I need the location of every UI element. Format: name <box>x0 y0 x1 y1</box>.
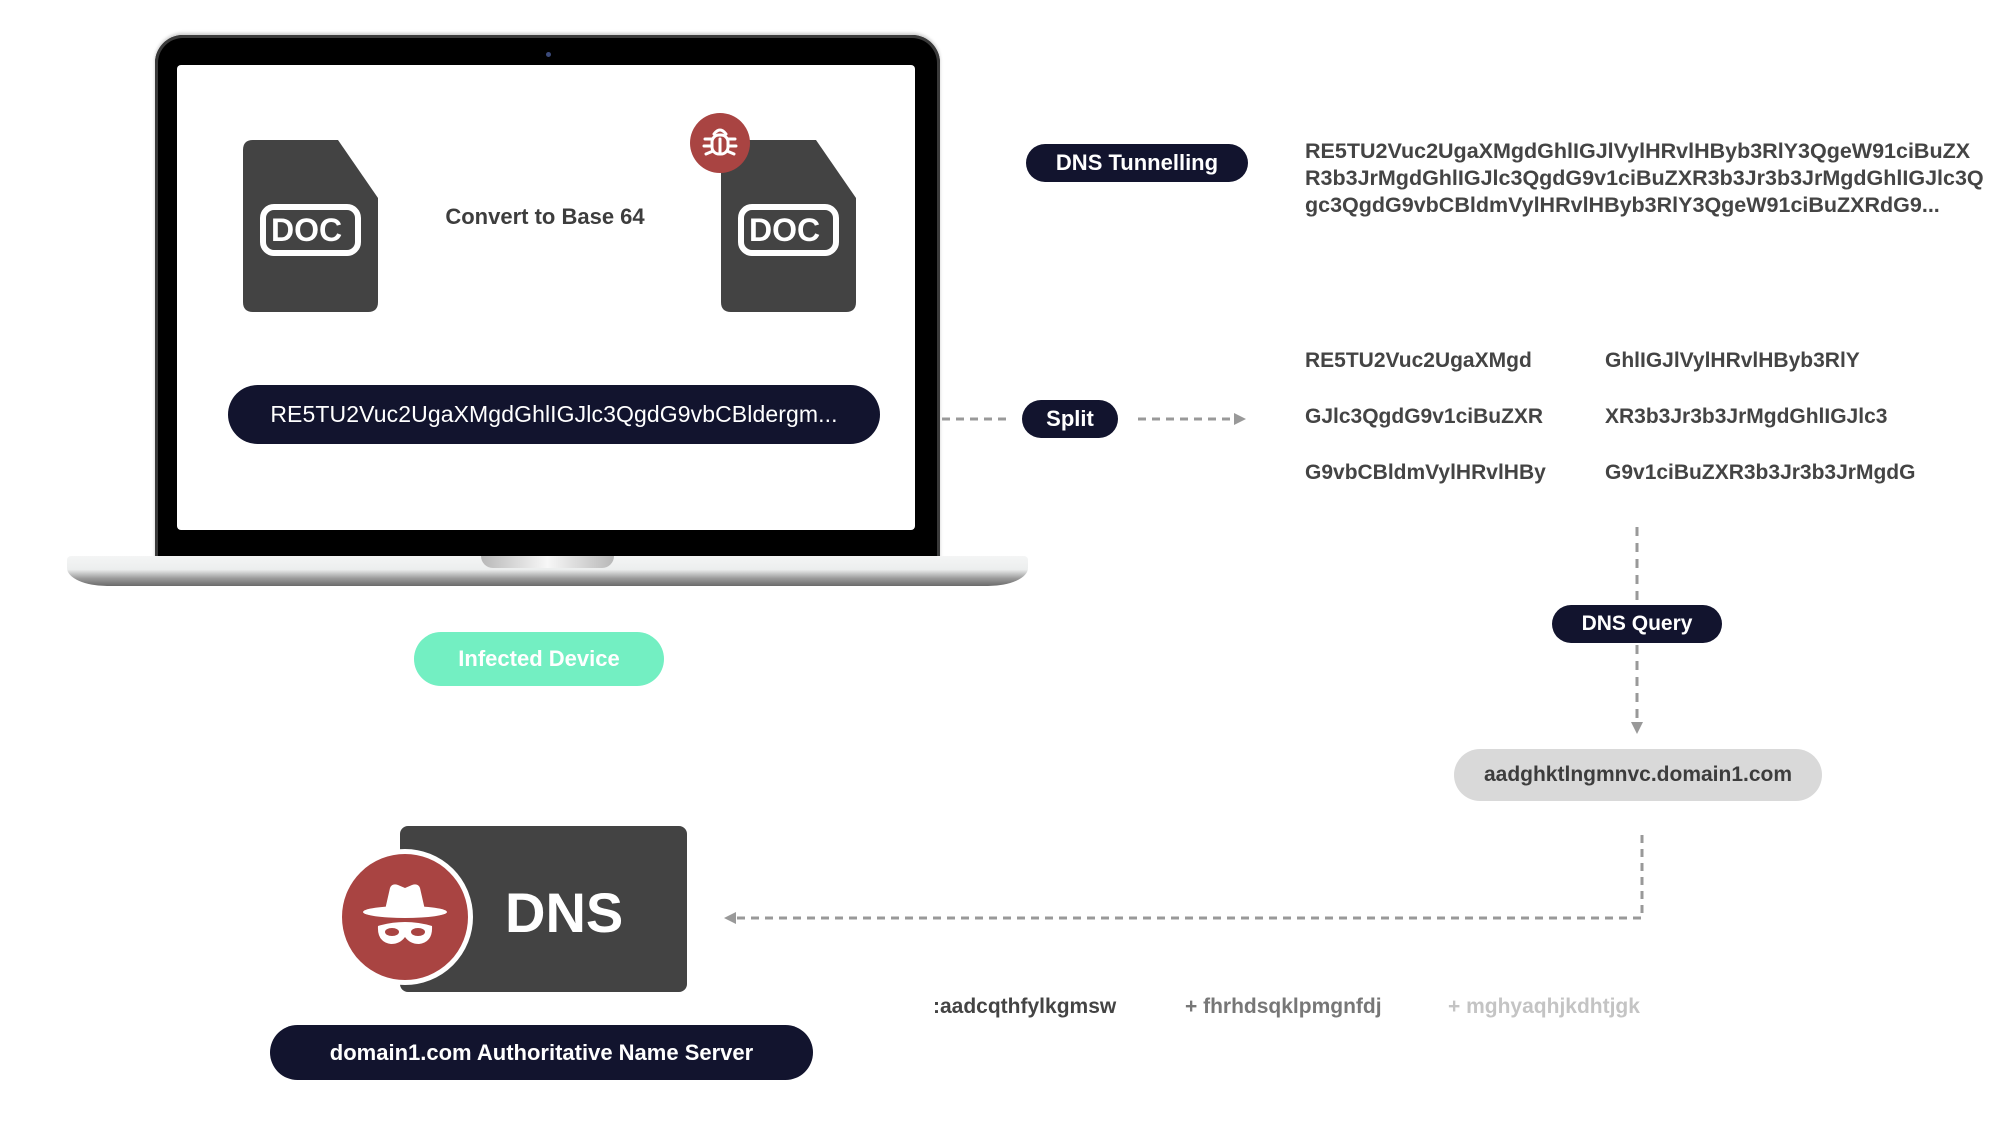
split-chunk: GJlc3QgdG9v1ciBuZXR <box>1305 405 1544 428</box>
encoded-string-pill: RE5TU2Vuc2UgaXMgdGhlIGJlc3QgdG9vbCBlderg… <box>228 385 880 444</box>
dns-tunnelling-label: DNS Tunnelling <box>1026 144 1248 182</box>
split-chunk: G9v1ciBuZXR3b3Jr3b3JrMgdG <box>1605 461 1916 484</box>
subdomain-fragment: :aadcqthfylkgmsw <box>933 995 1117 1018</box>
split-chunk: GhlIGJlVylHRvlHByb3RlY <box>1605 349 1860 372</box>
split-chunk: RE5TU2Vuc2UgaXMgd <box>1305 349 1532 372</box>
source-doc-icon: DOC <box>243 140 378 312</box>
query-domain-pill: aadghktlngmnvc.domain1.com <box>1454 749 1822 801</box>
authoritative-server-label: domain1.com Authoritative Name Server <box>270 1025 813 1080</box>
dns-box-label: DNS <box>505 881 624 944</box>
return-arrow <box>724 835 1644 924</box>
laptop-camera <box>546 52 551 57</box>
doc-label: DOC <box>749 212 821 248</box>
laptop-notch <box>481 556 614 568</box>
bug-icon <box>690 113 750 173</box>
split-chunk: G9vbCBldmVylHRvlHBy <box>1305 461 1546 484</box>
subdomain-fragment: + mghyaqhjkdhtjgk <box>1448 995 1640 1018</box>
convert-label: Convert to Base 64 <box>445 204 645 229</box>
split-label: Split <box>1022 400 1118 438</box>
tunnelling-payload: RE5TU2Vuc2UgaXMgdGhlIGJlVylHRvlHByb3RlY3… <box>1305 139 1984 217</box>
dns-query-label: DNS Query <box>1552 605 1722 643</box>
infected-device-label: Infected Device <box>414 632 664 686</box>
split-chunk: XR3b3Jr3b3JrMgdGhlIGJlc3 <box>1605 405 1888 428</box>
doc-label: DOC <box>271 212 343 248</box>
spy-icon <box>337 849 473 985</box>
infected-doc-icon: DOC <box>721 140 856 312</box>
split-chunks: RE5TU2Vuc2UgaXMgd GhlIGJlVylHRvlHByb3RlY… <box>1305 349 1916 484</box>
subdomain-fragment: + fhrhdsqklpmgnfdj <box>1185 995 1382 1018</box>
